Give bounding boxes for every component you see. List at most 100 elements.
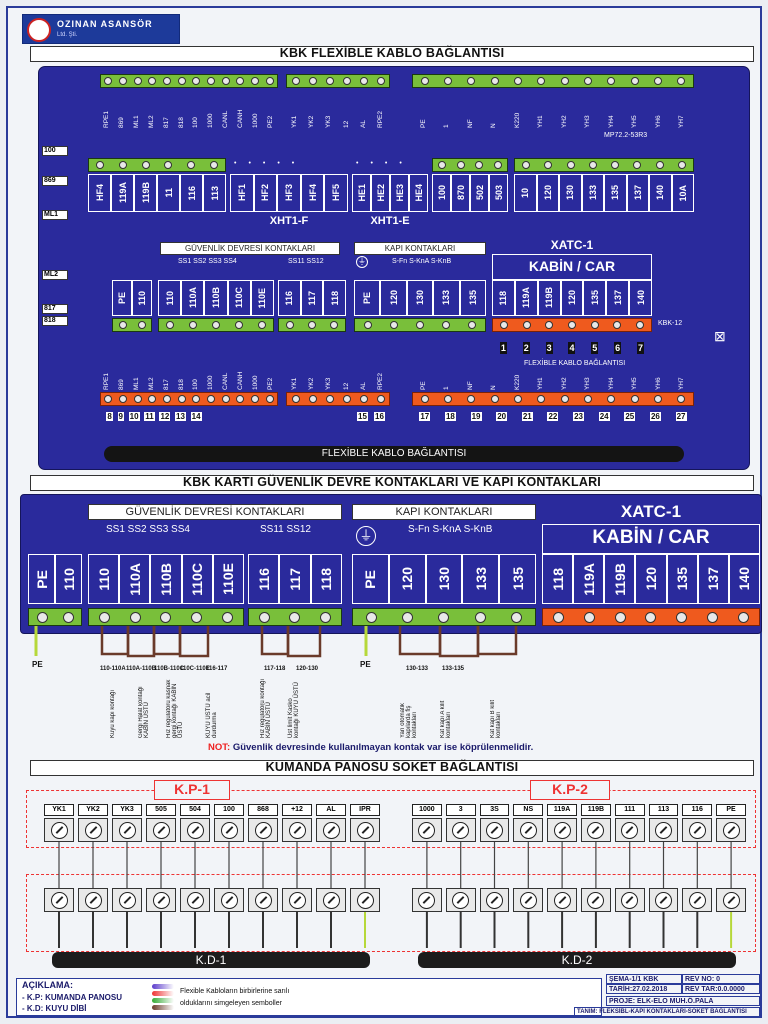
- terminal-box-label: PE: [362, 569, 379, 589]
- ground-icon-1: ⏚: [356, 256, 368, 268]
- kapi-title-1: KAPI KONTAKLARI: [354, 242, 486, 255]
- terminal-screw: [234, 321, 243, 329]
- terminal-box: 116: [248, 554, 280, 604]
- terminal-box-label: HF5: [331, 184, 342, 202]
- terminal-label: CANH: [236, 109, 244, 128]
- terminal-screw: [560, 77, 569, 85]
- socket-terminal: [112, 818, 142, 842]
- bridge-label: 116-117: [206, 666, 228, 672]
- socket-terminal-label: 505: [146, 804, 176, 816]
- terminal-box-label: HF4: [94, 184, 105, 202]
- terminal-box: HE4: [409, 174, 428, 212]
- kd-dashed-box: [26, 874, 756, 952]
- terminal-screw: [209, 161, 218, 169]
- terminal-box-label: 110: [137, 290, 147, 306]
- socket-screw-icon: [654, 821, 672, 839]
- terminal-label: YH2: [560, 115, 568, 128]
- terminal-box: 120: [536, 174, 559, 212]
- terminal-screw: [330, 321, 338, 329]
- terminal-screw: [544, 161, 553, 169]
- description: Kuyu kapı kontağı: [110, 689, 116, 738]
- terminal-screw: [206, 77, 215, 85]
- terminal-label: CANL: [222, 372, 230, 390]
- socket-terminal: [614, 818, 645, 842]
- socket-terminal-label: 3: [445, 804, 476, 816]
- terminal-box: 135: [666, 554, 698, 604]
- terminal-screw: [286, 321, 294, 329]
- terminal-box: 130: [406, 280, 434, 316]
- terminal-box: 110E: [250, 280, 275, 316]
- socket-screw-icon: [322, 821, 340, 839]
- terminal-box: PE: [28, 554, 55, 604]
- terminal-box-label: 118: [549, 567, 566, 591]
- terminal-box-label: 135: [509, 567, 526, 591]
- socket-screw-icon: [84, 891, 102, 909]
- row3-strip-kapi: [354, 318, 486, 332]
- pe-label-1: PE: [32, 660, 43, 669]
- socket-terminal-label: IPR: [350, 804, 380, 816]
- bridge-label: 130-133: [406, 666, 429, 672]
- row2-icons-f: •••••: [234, 160, 307, 167]
- row2-strip-1: [88, 158, 226, 172]
- description: KUYU ÜSTÜ acil durdurma: [206, 692, 218, 738]
- socket-terminal: [350, 888, 380, 912]
- kp-dashed-box: [26, 790, 756, 848]
- terminal-box-label: 135: [674, 567, 691, 591]
- terminal-box-label: 118: [329, 290, 340, 306]
- terminal-screw: [160, 611, 172, 623]
- terminal-screw: [291, 77, 300, 85]
- legend-title: AÇIKLAMA:: [22, 980, 73, 990]
- terminal-screw: [653, 395, 662, 403]
- kd1-sockets: [44, 888, 380, 912]
- socket-screw-icon: [356, 891, 374, 909]
- terminal-screw: [342, 77, 351, 85]
- socket-terminal-label: 1000: [412, 804, 442, 816]
- terminal-box-label: 119A: [521, 287, 532, 309]
- row2-icons-e: ••••: [356, 160, 414, 167]
- socket-screw-icon: [322, 891, 340, 909]
- terminal-screw: [186, 161, 195, 169]
- terminal-label: YH4: [607, 115, 615, 128]
- terminal-box-label: 110E: [257, 287, 268, 309]
- terminal-box-label: PE: [117, 291, 127, 304]
- terminal-screw: [250, 395, 259, 403]
- kp1-sockets: [44, 818, 380, 842]
- terminal-label: YH1: [537, 115, 545, 128]
- terminal-screw: [221, 395, 230, 403]
- xatc-label-1: XATC-1: [550, 238, 594, 252]
- terminal-box-label: 130: [435, 567, 452, 591]
- terminal-box: HF2: [253, 174, 278, 212]
- bridge-label: 120-130: [296, 666, 319, 672]
- terminal-screw: [162, 77, 171, 85]
- wire-number: 14: [190, 412, 202, 421]
- terminal-screw: [552, 611, 564, 623]
- section3-title: KUMANDA PANOSU SOKET BAĞLANTISI: [30, 760, 754, 776]
- terminal-box-label: 140: [635, 290, 646, 306]
- terminal-screw: [211, 321, 220, 329]
- flexible-cable-bar: [104, 446, 684, 462]
- terminal-box: 117: [300, 280, 324, 316]
- terminal-screw: [164, 161, 173, 169]
- terminal-box-label: 135: [467, 290, 478, 306]
- socket-screw-icon: [553, 821, 571, 839]
- terminal-screw: [118, 161, 127, 169]
- bridge-label: 133-135: [442, 666, 465, 672]
- terminal-label: YH3: [584, 115, 592, 128]
- terminal-screw: [133, 395, 142, 403]
- socket-terminal: [214, 818, 244, 842]
- edge-label: 100: [42, 146, 68, 156]
- terminal-box-label: 110C: [234, 287, 245, 309]
- guv-title-1: GÜVENLİK DEVRESİ KONTAKLARI: [160, 242, 340, 255]
- terminal-box: 135: [499, 554, 536, 604]
- note-text: Güvenlik devresinde kullanılmayan kontak…: [232, 742, 534, 753]
- terminal-label: PE2: [266, 115, 274, 128]
